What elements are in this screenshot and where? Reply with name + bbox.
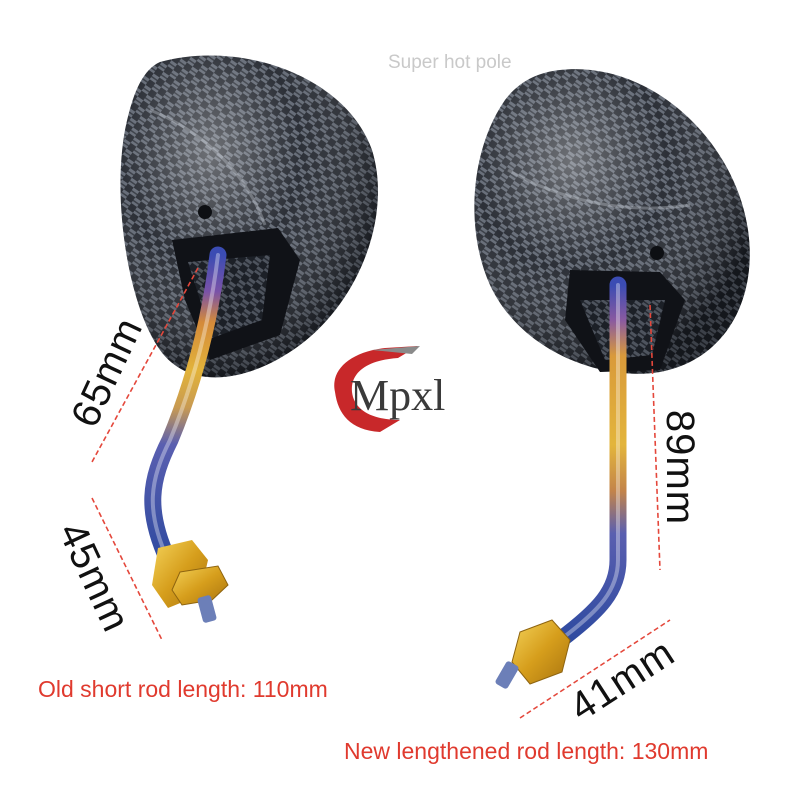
brand-logo [334,346,420,432]
left-mirror [120,55,378,378]
dimension-label-right-upper: 89mm [658,409,703,526]
left-rod [144,246,227,569]
caption-new-rod: New lengthened rod length: 130mm [344,738,709,764]
left-nut [152,540,229,623]
watermark-text: Super hot pole [388,52,512,73]
right-mirror [474,69,750,374]
right-nut [495,619,571,689]
dim-line-right-lower [519,619,671,719]
caption-old-rod: Old short rod length: 110mm [38,676,328,702]
dim-line-left-upper [91,267,199,463]
dimension-lines [91,267,671,719]
brand-logo-text: Mpxl [350,371,446,420]
dim-line-right-upper [649,304,661,571]
right-rod [551,276,627,649]
dim-line-left-lower [91,497,163,641]
